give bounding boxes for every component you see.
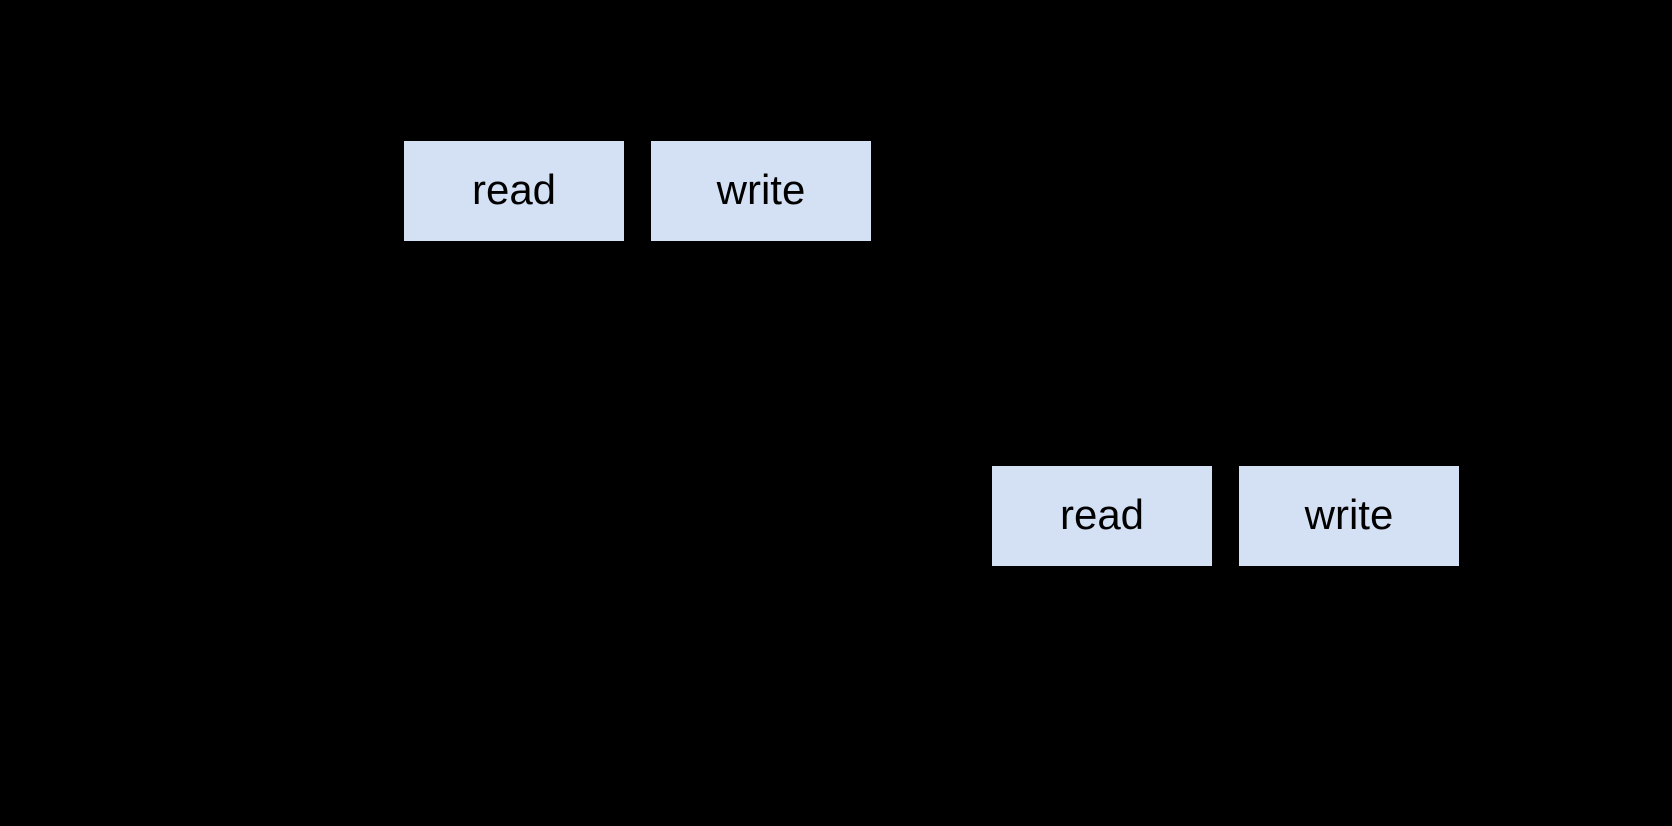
node-write-lower-label: write: [1304, 491, 1394, 538]
node-write-upper-label: write: [716, 166, 806, 213]
node-read-upper[interactable]: read: [404, 141, 624, 241]
node-write-upper[interactable]: write: [651, 141, 871, 241]
node-read-lower-label: read: [1059, 491, 1145, 538]
node-read-upper-label: read: [471, 166, 557, 213]
node-write-lower[interactable]: write: [1239, 466, 1459, 566]
node-read-lower[interactable]: read: [992, 466, 1212, 566]
